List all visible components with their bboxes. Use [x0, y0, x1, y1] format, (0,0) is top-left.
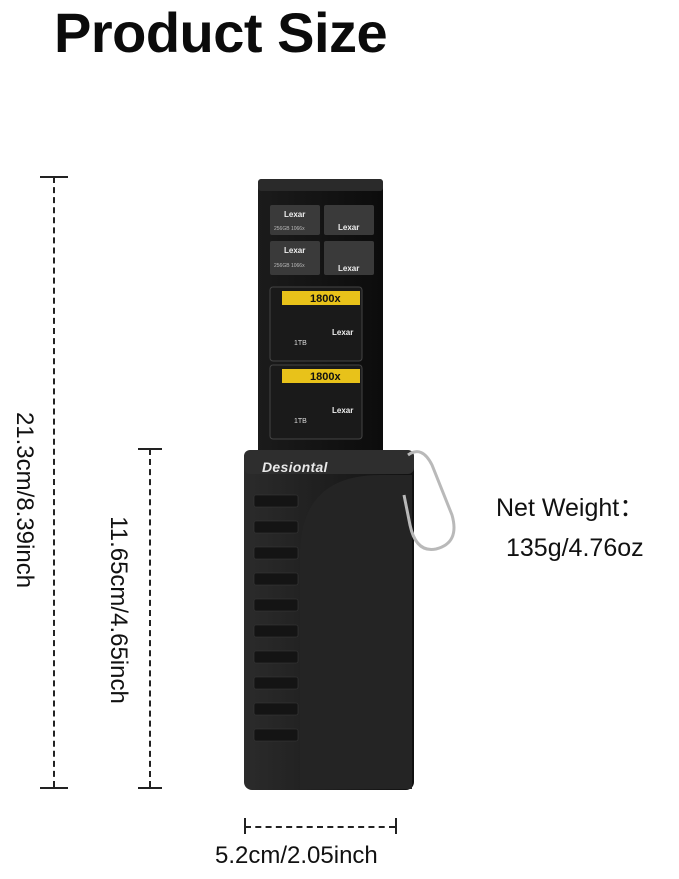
- page-title: Product Size: [54, 1, 388, 64]
- svg-text:Lexar: Lexar: [338, 264, 359, 273]
- body-height-label: 11.65cm/4.65inch: [105, 516, 132, 704]
- svg-text:1TB: 1TB: [294, 418, 307, 425]
- microsd-card-2: Lexar: [324, 205, 374, 235]
- svg-text:Lexar: Lexar: [284, 246, 305, 255]
- memory-card-case-image: Lexar 256GB 1066x Lexar Lexar 256GB 1066…: [244, 179, 456, 790]
- sd-card-1: 1800x 1TB Lexar: [269, 286, 363, 362]
- total-height-label: 21.3cm/8.39inch: [11, 411, 38, 589]
- body-height-bottom-tick: [138, 787, 162, 789]
- svg-text:Lexar: Lexar: [332, 406, 353, 415]
- microsd-card-4: Lexar: [324, 241, 374, 275]
- svg-text:256GB 1066x: 256GB 1066x: [274, 263, 305, 269]
- svg-text:Lexar: Lexar: [332, 328, 353, 337]
- total-height-dimension-line: [53, 177, 55, 787]
- case-body: [244, 450, 456, 790]
- grip-ridges: [253, 494, 299, 742]
- svg-text:Lexar: Lexar: [284, 210, 305, 219]
- svg-text:1800x: 1800x: [310, 293, 341, 305]
- net-weight-value: 135g/4.76oz: [506, 534, 644, 562]
- svg-text:256GB 1066x: 256GB 1066x: [274, 226, 305, 232]
- net-weight-label: Net Weight：: [496, 494, 645, 522]
- brand-logo: Desiontal: [262, 459, 328, 475]
- card-tray: Lexar 256GB 1066x Lexar Lexar 256GB 1066…: [258, 179, 383, 459]
- svg-text:1800x: 1800x: [310, 371, 341, 383]
- microsd-card-1: Lexar 256GB 1066x: [270, 205, 320, 235]
- width-right-tick: [395, 818, 397, 834]
- microsd-card-3: Lexar 256GB 1066x: [270, 241, 320, 275]
- width-label: 5.2cm/2.05inch: [215, 842, 378, 869]
- svg-text:1TB: 1TB: [294, 340, 307, 347]
- total-height-bottom-tick: [40, 787, 68, 789]
- body-height-dimension-line: [149, 449, 151, 787]
- svg-text:Lexar: Lexar: [338, 223, 359, 232]
- carabiner-clip: [402, 450, 456, 551]
- sd-card-2: 1800x 1TB Lexar: [269, 364, 363, 440]
- width-dimension-line: [245, 826, 395, 828]
